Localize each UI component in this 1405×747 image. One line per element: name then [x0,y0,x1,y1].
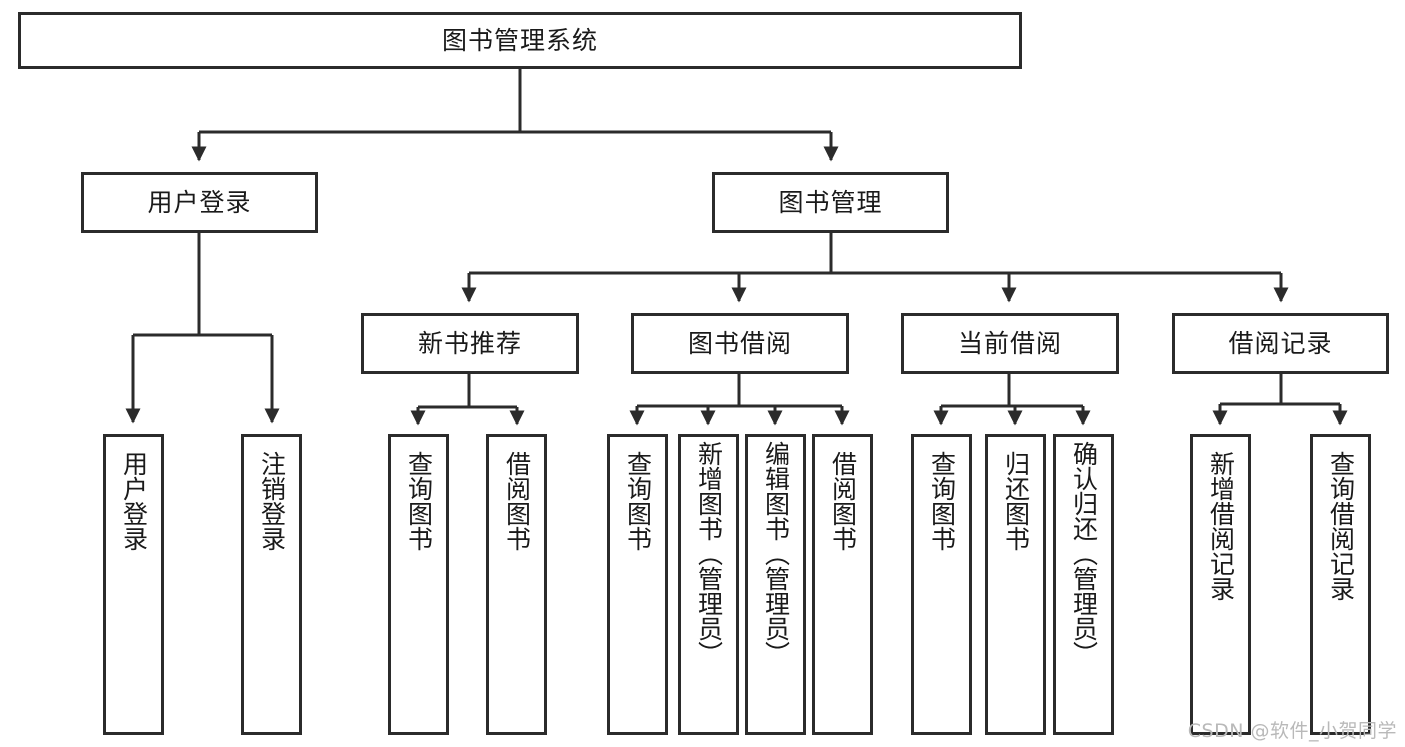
edges-borrowrecord-to-leaves [1212,374,1348,426]
edges-bookborrow-to-leaves [629,374,850,426]
node-root-label: 图书管理系统 [441,25,598,55]
node-borrow-record-label: 借阅记录 [1228,328,1333,358]
node-root[interactable]: 图书管理系统 [18,12,1022,69]
node-leaf-borrow-book-2[interactable]: 借阅图书 [812,434,873,735]
node-leaf-return-book[interactable]: 归还图书 [985,434,1046,735]
node-leaf-user-login-label: 用户登录 [119,451,149,551]
node-new-book-recommend[interactable]: 新书推荐 [361,313,579,374]
node-book-borrow-label: 图书借阅 [687,328,792,358]
node-user-login-label: 用户登录 [147,187,252,217]
edges-root-to-level2 [191,69,839,162]
node-leaf-user-logout[interactable]: 注销登录 [241,434,302,735]
node-new-book-recommend-label: 新书推荐 [417,328,522,358]
node-leaf-query-book-2-label: 查询图书 [623,451,653,551]
node-leaf-borrow-book-1[interactable]: 借阅图书 [486,434,547,735]
node-book-manage[interactable]: 图书管理 [712,172,949,233]
node-leaf-edit-book[interactable]: 编辑图书（管理员） [745,434,806,735]
node-leaf-query-record[interactable]: 查询借阅记录 [1310,434,1371,735]
node-leaf-query-book-2[interactable]: 查询图书 [607,434,668,735]
node-current-borrow[interactable]: 当前借阅 [901,313,1119,374]
node-leaf-query-book-3[interactable]: 查询图书 [911,434,972,735]
node-current-borrow-label: 当前借阅 [957,328,1062,358]
node-leaf-add-record[interactable]: 新增借阅记录 [1190,434,1251,735]
node-leaf-query-book-1-label: 查询图书 [404,451,434,551]
node-book-manage-label: 图书管理 [778,187,883,217]
node-leaf-user-logout-label: 注销登录 [257,451,287,551]
node-leaf-add-record-label: 新增借阅记录 [1206,451,1236,601]
node-leaf-confirm-return-label: 确认归还（管理员） [1069,441,1099,666]
node-leaf-add-book-label: 新增图书（管理员） [694,441,724,666]
node-leaf-add-book[interactable]: 新增图书（管理员） [678,434,739,735]
node-leaf-user-login[interactable]: 用户登录 [103,434,164,735]
edges-bookmanage-to-level3 [461,233,1289,303]
edges-currentborrow-to-leaves [933,374,1091,426]
edges-recommend-to-leaves [410,374,525,426]
node-user-login[interactable]: 用户登录 [81,172,318,233]
node-leaf-borrow-book-1-label: 借阅图书 [502,451,532,551]
node-borrow-record[interactable]: 借阅记录 [1172,313,1389,374]
edges-userlogin-to-leaves [125,233,280,424]
node-leaf-return-book-label: 归还图书 [1001,451,1031,551]
node-leaf-query-book-1[interactable]: 查询图书 [388,434,449,735]
node-leaf-edit-book-label: 编辑图书（管理员） [761,441,791,666]
node-leaf-query-record-label: 查询借阅记录 [1326,451,1356,601]
node-leaf-borrow-book-2-label: 借阅图书 [828,451,858,551]
node-book-borrow[interactable]: 图书借阅 [631,313,849,374]
node-leaf-confirm-return[interactable]: 确认归还（管理员） [1053,434,1114,735]
node-leaf-query-book-3-label: 查询图书 [927,451,957,551]
